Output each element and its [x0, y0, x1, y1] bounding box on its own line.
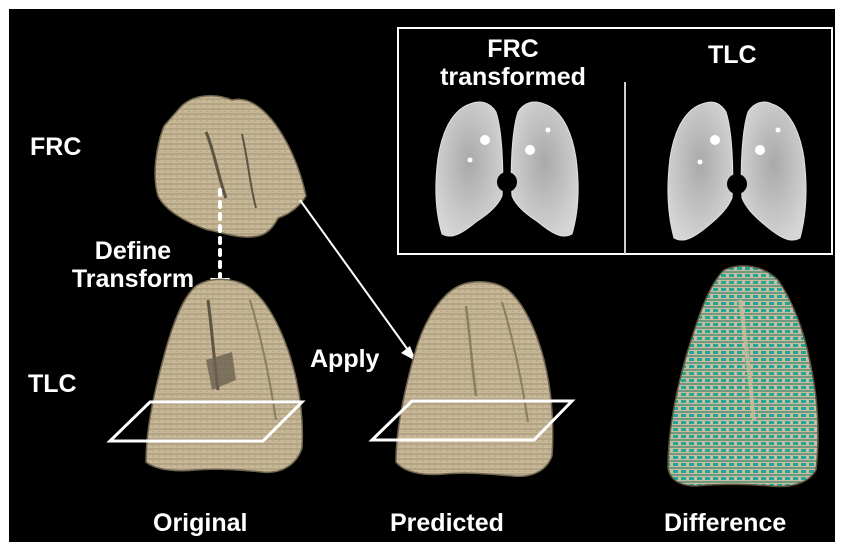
difference-lung: [668, 266, 818, 487]
label-tlc: TLC: [28, 371, 77, 399]
tlc-original-lung: [146, 279, 302, 472]
caption-difference: Difference: [664, 510, 786, 538]
inset-title-tlc: TLC: [708, 42, 757, 70]
label-frc: FRC: [30, 134, 81, 162]
inset-divider: [624, 82, 626, 254]
frc-lung-surface: [155, 96, 306, 237]
inset-title-frc-transformed: FRC transformed: [418, 36, 608, 91]
caption-predicted: Predicted: [390, 510, 504, 538]
predicted-lung: [396, 282, 553, 477]
caption-original: Original: [153, 510, 247, 538]
label-define-transform: Define Transform: [58, 238, 208, 293]
label-apply: Apply: [310, 346, 379, 374]
